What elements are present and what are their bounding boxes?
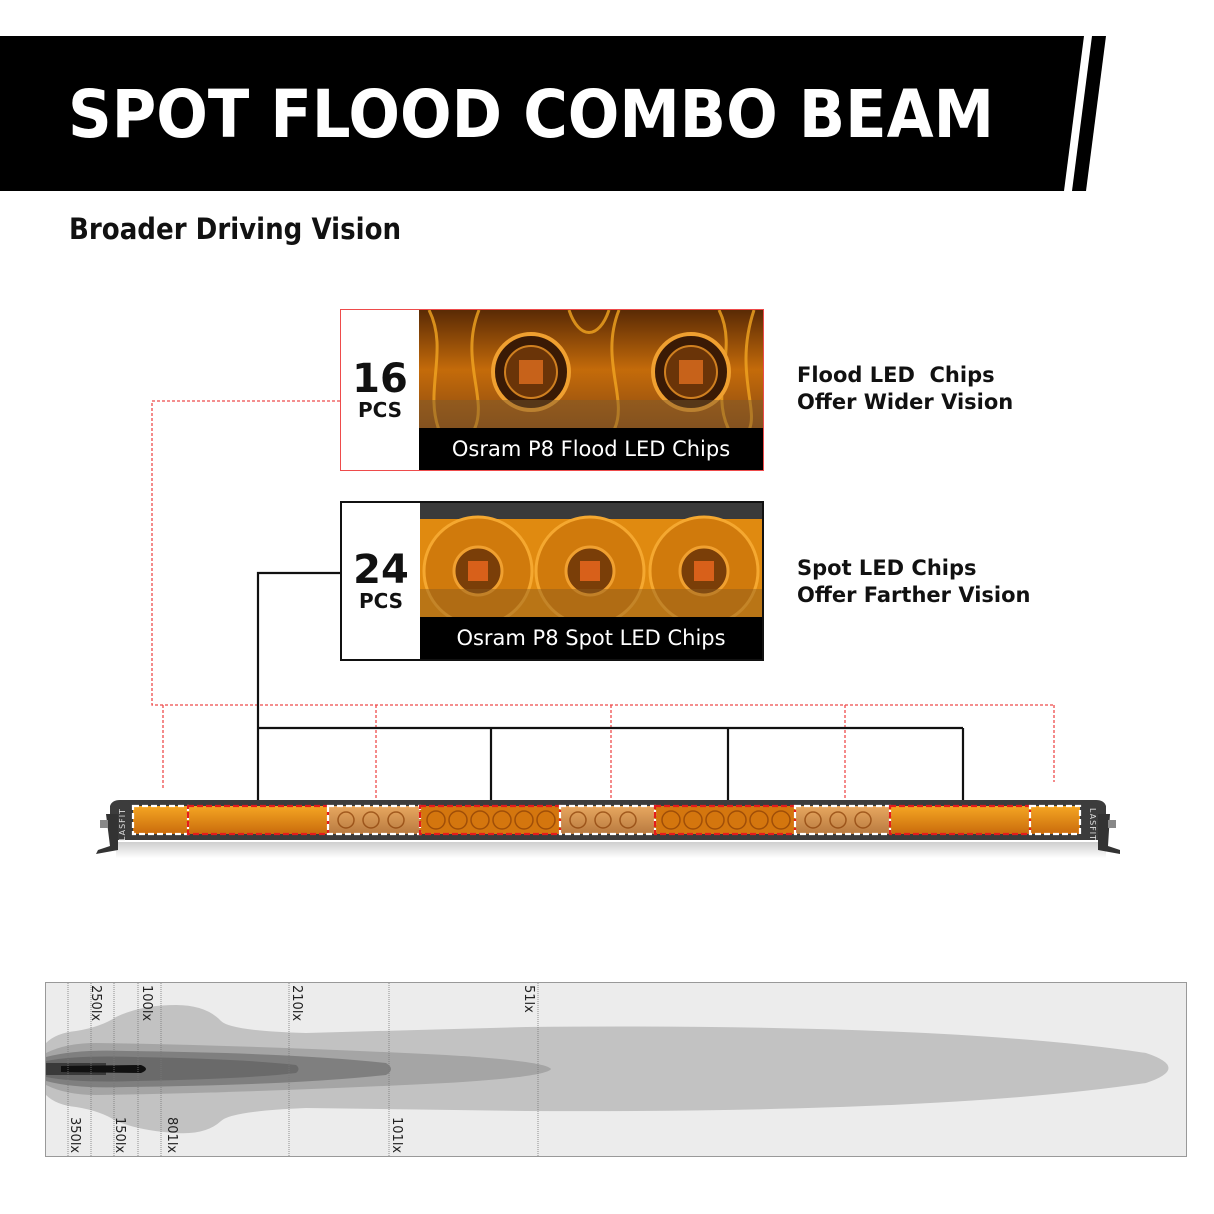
lux-label-100: 100lx [139,985,154,1022]
spot-description: Spot LED Chips Offer Farther Vision [797,555,1030,609]
spot-description-line1: Spot LED Chips [797,556,977,580]
flood-count: 16 [352,356,408,402]
flood-description-line2: Offer Wider Vision [797,390,1014,414]
spot-count: 24 [353,547,409,593]
flood-count-unit: PCS [357,398,403,422]
spot-description-line2: Offer Farther Vision [797,583,1031,607]
lux-label-350: 350lx [67,1117,82,1154]
spot-chip-card: 24 PCS Osram P8 Spot LED Chips [340,501,764,661]
banner-shape [0,36,1106,191]
spot-count-box: 24 PCS [342,503,420,659]
lux-label-101: 101lx [389,1117,404,1154]
lux-label-801: 801lx [164,1117,179,1154]
spot-count-unit: PCS [358,589,404,613]
flood-chip-photo [419,310,763,428]
lux-label-250: 250lx [88,985,103,1022]
lux-label-51: 51lx [521,985,536,1013]
flood-count-box: 16 PCS [341,310,419,470]
brand-logo-right: LASFIT [1088,808,1097,842]
lux-label-210: 210lx [289,985,304,1022]
beam-pattern-chart: 250lx 100lx 210lx 51lx 350lx 150lx 801lx… [45,982,1187,1157]
title-banner: SPOT FLOOD COMBO BEAM [0,36,1110,191]
lux-label-150: 150lx [112,1117,127,1154]
flood-description: Flood LED Chips Offer Wider Vision [797,362,1013,416]
flood-chip-card: 16 PCS Osram [340,309,764,471]
light-bar-body [96,800,1120,858]
flood-chip-caption: Osram P8 Flood LED Chips [419,428,763,470]
spot-chip-photo [420,503,762,617]
beam-pattern-shapes [46,983,1169,1156]
flood-description-line1: Flood LED Chips [797,363,995,387]
page-title: SPOT FLOOD COMBO BEAM [68,76,995,153]
page-subtitle: Broader Driving Vision [69,212,402,246]
brand-logo-left: LASFIT [118,808,127,842]
led-light-bar: LASFIT LASFIT [96,800,1120,862]
spot-chip-caption: Osram P8 Spot LED Chips [420,617,762,659]
